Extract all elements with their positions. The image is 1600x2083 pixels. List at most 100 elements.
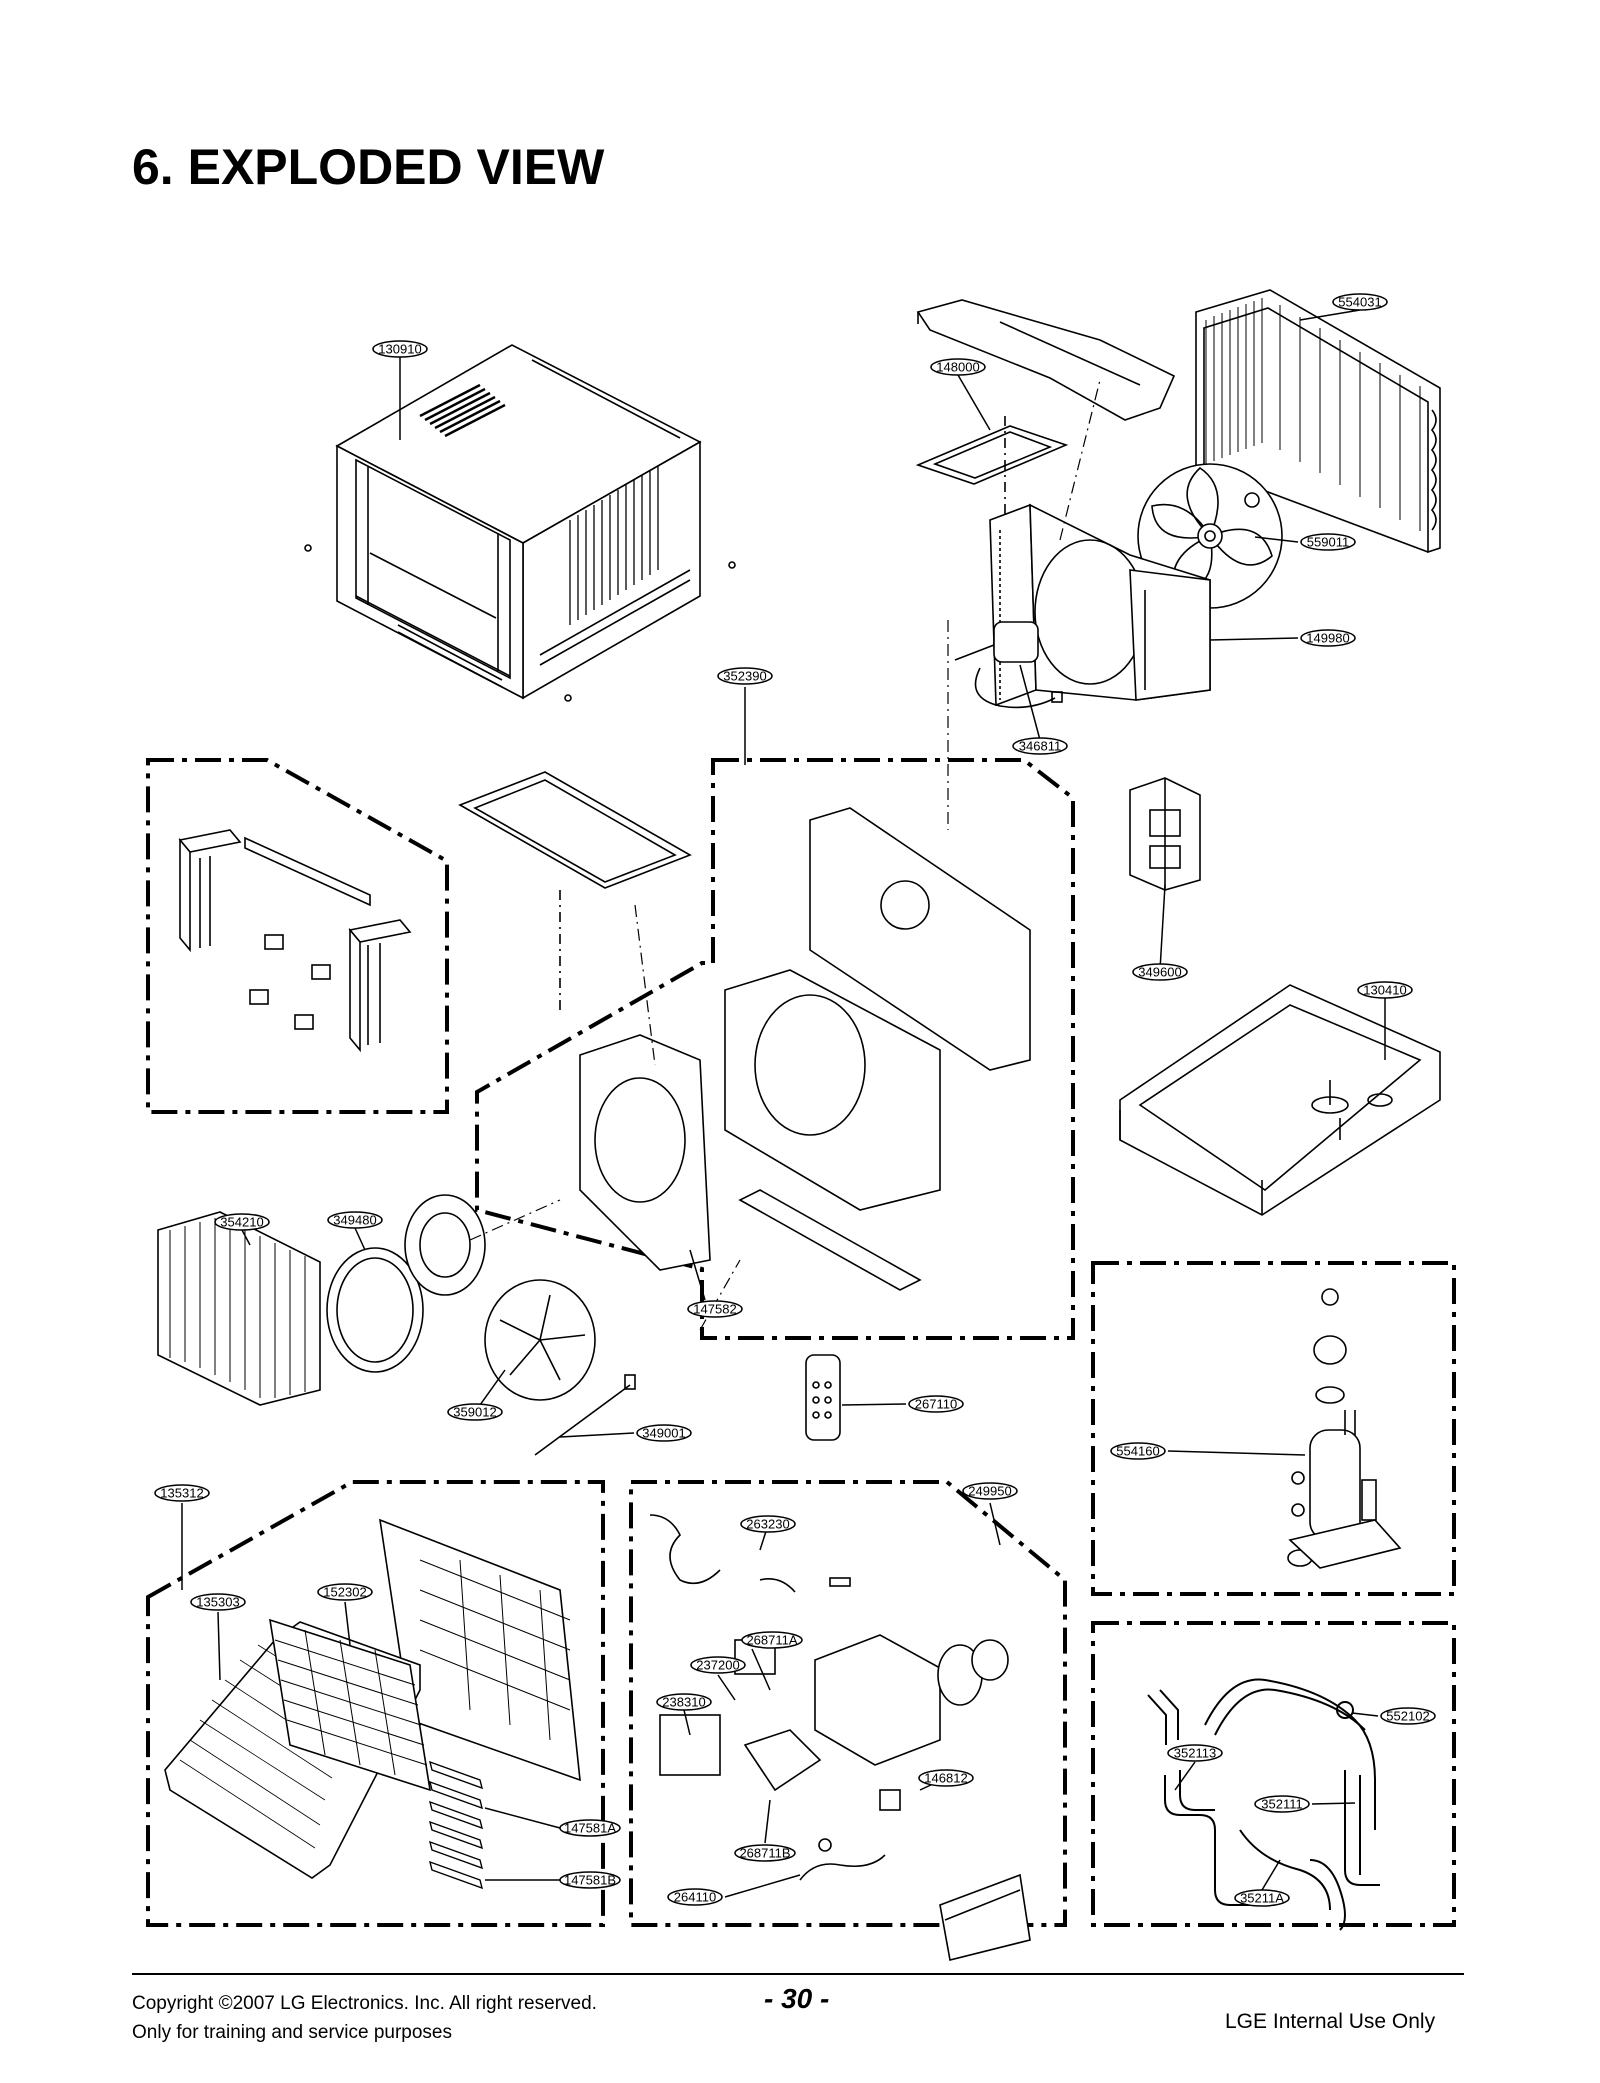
callout-bubble [1300,629,1356,647]
base-pan-drawing [1119,984,1441,1216]
callout-35211a: 35211A [1234,1889,1290,1907]
callout-359012: 359012 [447,1403,503,1421]
callout-label: 268711A [746,1633,797,1648]
callout-349600: 349600 [1132,963,1188,981]
piping-drawing [1147,1678,1380,1931]
callout-label: 147582 [693,1302,736,1317]
callout-label: 346811 [1019,739,1061,754]
callout-bubble [559,1871,621,1889]
remote-control-drawing [805,1354,841,1441]
callout-label: 264110 [674,1890,716,1905]
callout-label: 359012 [453,1405,496,1420]
callout-bubble [327,1211,383,1229]
callout-label: 130410 [1363,983,1406,998]
callout-label: 554031 [1338,295,1381,310]
callout-label: 238310 [662,1695,705,1710]
callout-label: 149980 [1306,631,1349,646]
callout-237200: 237200 [690,1656,746,1674]
callout-bubble [317,1583,373,1601]
callout-130910: 130910 [372,340,428,358]
callout-552102: 552102 [1380,1707,1436,1725]
callout-146812: 146812 [918,1769,974,1787]
callout-bubble [1332,293,1388,311]
callout-bubble [908,1395,964,1413]
callout-bubble [1357,981,1413,999]
callout-148000: 148000 [930,358,986,376]
callout-135312: 135312 [154,1484,210,1502]
cabinet-drawing [304,344,736,702]
callout-label: 267110 [915,1397,957,1412]
callout-bubble [1110,1442,1166,1460]
callout-label: 352390 [723,669,766,684]
callout-label: 263230 [746,1517,789,1532]
footer-internal-use: LGE Internal Use Only [1225,2010,1436,2033]
page-title: 6. EXPLODED VIEW [132,139,605,195]
part-callouts: 130910 148000 554031 559011 149980 346811 3523… [154,293,1436,1907]
callout-bubble [154,1484,210,1502]
callout-147581b: 147581B [559,1871,621,1889]
callout-267110: 267110 [908,1395,964,1413]
callout-147582: 147582 [687,1300,743,1318]
group-outline-piping [1091,1621,1456,1927]
group-outline-curtain-kit [146,758,449,1114]
callout-135303: 135303 [190,1593,246,1611]
callout-238310: 238310 [656,1693,712,1711]
callout-bubble [734,1844,796,1862]
evaporator-coil-drawing [157,1211,321,1406]
footer-rule [132,1973,1464,1975]
callout-149980: 149980 [1300,629,1356,647]
callout-bubble [214,1213,270,1231]
callout-label: 147581B [564,1873,616,1888]
callout-bubble [636,1424,692,1442]
blower-wheel-drawing [326,1194,596,1401]
callout-label: 146812 [924,1771,967,1786]
callout-554031: 554031 [1332,293,1388,311]
callout-label: 349600 [1138,965,1181,980]
callout-label: 349001 [642,1426,685,1441]
callout-249950: 249950 [962,1482,1018,1500]
callout-label: 552102 [1386,1709,1429,1724]
callout-bubble [1300,533,1356,551]
callout-268711a: 268711A [741,1631,803,1649]
curtain-kit-drawing [178,829,412,1053]
callout-bubble [447,1403,503,1421]
callout-bubble [918,1769,974,1787]
callout-352113: 352113 [1167,1744,1223,1762]
callout-152302: 152302 [317,1583,373,1601]
callout-bubble [190,1593,246,1611]
callout-label: 268711B [739,1846,790,1861]
group-outline-control-box [629,1480,1067,1927]
callout-label: 130910 [378,342,421,357]
group-outline-front-grille [146,1480,605,1927]
callout-label: 349480 [333,1213,376,1228]
callout-bubble [687,1300,743,1318]
callout-label: 352111 [1261,1797,1302,1812]
callout-354210: 354210 [214,1213,270,1231]
callout-bubble [930,358,986,376]
callout-bubble [372,340,428,358]
callout-268711b: 268711B [734,1844,796,1862]
callout-bubble [559,1819,621,1837]
callout-bubble [1132,963,1188,981]
condenser-coil-drawing [1195,289,1441,554]
group-outline-evaporator-assembly [475,758,1075,1340]
footer-purpose: Only for training and service purposes [132,2022,452,2043]
callout-label: 352113 [1174,1746,1216,1761]
callout-bubble [690,1656,746,1674]
callout-559011: 559011 [1300,533,1356,551]
callout-bubble [1012,737,1068,755]
callout-label: 559011 [1307,535,1349,550]
callout-label: 148000 [936,360,979,375]
control-parts-drawing [649,1514,1031,1961]
callout-bubble [1380,1707,1436,1725]
callout-bubble [656,1693,712,1711]
callout-349480: 349480 [327,1211,383,1229]
fan-motor-drawing [954,621,1063,709]
callout-352111: 352111 [1254,1795,1310,1813]
evaporator-housing-drawing [579,807,1031,1291]
callout-346811: 346811 [1012,737,1068,755]
group-outline-compressor [1091,1261,1456,1596]
barrier-plate-drawing [458,771,692,1010]
callout-147581a: 147581A [559,1819,621,1837]
